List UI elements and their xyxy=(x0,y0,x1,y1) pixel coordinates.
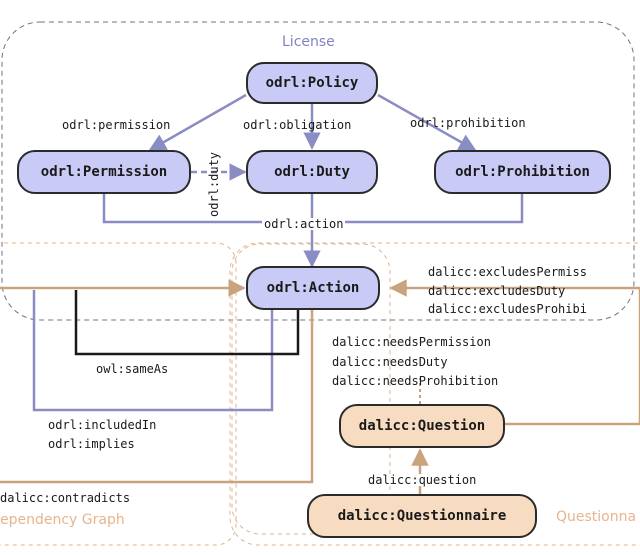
questionnaire-region xyxy=(229,242,640,546)
action-node: odrl:Action xyxy=(246,266,380,310)
policy-node: odrl:Policy xyxy=(246,62,378,104)
label-implies: odrl:implies xyxy=(48,437,135,451)
edge-excludes xyxy=(389,279,640,426)
license-region xyxy=(1,21,635,321)
label-permission: odrl:permission xyxy=(62,118,171,132)
edge-same-as xyxy=(74,290,300,356)
label-same-as: owl:sameAs xyxy=(96,362,169,376)
label-needs-duty: dalicc:needsDuty xyxy=(332,355,448,369)
edge-prohibition xyxy=(377,93,477,152)
label-needs-permission: dalicc:needsPermission xyxy=(332,335,491,349)
label-included-in: odrl:includedIn xyxy=(48,418,157,432)
label-question: dalicc:question xyxy=(366,473,479,487)
label-needs-prohibition: dalicc:needsProhibition xyxy=(332,374,499,388)
label-excludes-permission: dalicc:excludesPermiss xyxy=(428,265,587,279)
questionnaire-region-title: Questionna xyxy=(556,509,637,525)
edge-included-in xyxy=(32,290,274,412)
label-excludes-duty: dalicc:excludesDuty xyxy=(428,284,566,298)
label-prohibition: odrl:prohibition xyxy=(410,116,526,130)
edge-permission xyxy=(148,93,247,152)
label-action: odrl:action xyxy=(262,217,346,231)
label-obligation: odrl:obligation xyxy=(243,118,352,132)
label-contradicts: dalicc:contradicts xyxy=(0,491,131,505)
label-duty: odrl:duty xyxy=(207,151,221,217)
question-node: dalicc:Question xyxy=(339,404,505,448)
permission-node: odrl:Permission xyxy=(17,150,191,194)
dependency-graph-region-title: ependency Graph xyxy=(0,512,125,528)
prohibition-node: odrl:Prohibition xyxy=(434,150,611,194)
duty-node: odrl:Duty xyxy=(246,150,378,194)
label-excludes-prohibition: dalicc:excludesProhibi xyxy=(428,302,587,316)
edge-contradicts xyxy=(0,309,314,484)
questionnaire-node: dalicc:Questionnaire xyxy=(307,494,537,538)
license-region-title: License xyxy=(282,34,335,50)
